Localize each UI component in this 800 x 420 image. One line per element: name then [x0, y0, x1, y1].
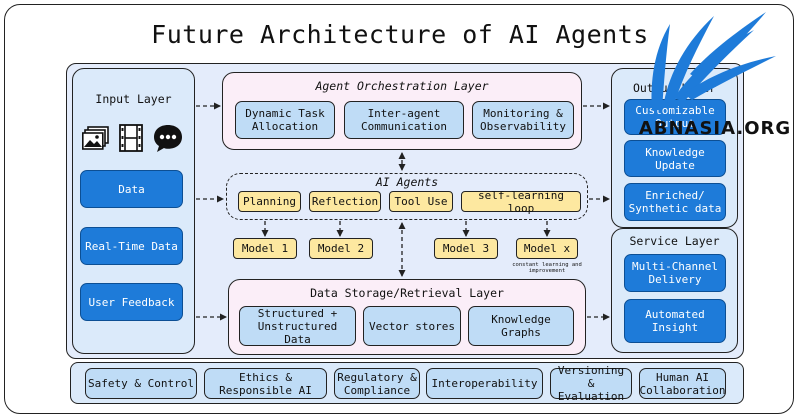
ai-agents-label: AI Agents: [375, 175, 439, 189]
vector-stores-box: Vector stores: [363, 306, 461, 346]
tool-use-box: Tool Use: [389, 191, 453, 212]
reflection-box: Reflection: [309, 191, 381, 212]
model-3-box: Model 3: [434, 238, 498, 259]
film-icon: [119, 124, 143, 152]
monitoring-observability-box: Monitoring & Observability: [472, 101, 574, 139]
self-learning-loop-box: self-learning loop: [461, 189, 581, 215]
knowledge-graphs-box: Knowledge Graphs: [468, 306, 574, 346]
ethics-responsible-ai-box: Ethics & Responsible AI: [204, 368, 327, 399]
diagram-title: Future Architecture of AI Agents: [151, 20, 649, 49]
enriched-synthetic-data-box: Enriched/ Synthetic data: [624, 183, 726, 221]
watermark-text: ABNASIA.ORG: [638, 118, 792, 139]
model-x-box: Model x: [516, 238, 578, 259]
model-1-box: Model 1: [233, 238, 297, 259]
ai-agents-group: [226, 173, 588, 220]
chat-icon: [154, 125, 182, 152]
service-layer-label: Service Layer: [629, 234, 720, 248]
input-user-feedback-box: User Feedback: [80, 283, 183, 321]
interoperability-box: Interoperability: [426, 368, 543, 399]
regulatory-compliance-box: Regulatory & Compliance: [334, 368, 420, 399]
orchestration-layer-label: Agent Orchestration Layer: [315, 79, 489, 93]
multi-channel-delivery-box: Multi-Channel Delivery: [624, 254, 726, 292]
structured-data-box: Structured + Unstructured Data: [239, 306, 356, 346]
input-layer-label: Input Layer: [95, 92, 172, 106]
model-x-note: constant learning and improvement: [512, 262, 582, 274]
human-ai-collaboration-box: Human AI Collaboration: [639, 368, 726, 399]
diagram-frame: [4, 4, 794, 414]
model-2-box: Model 2: [309, 238, 373, 259]
images-icon: [82, 126, 109, 150]
safety-control-box: Safety & Control: [85, 368, 197, 399]
input-realtime-data-box: Real-Time Data: [80, 227, 183, 265]
watermark-bird-logo: [651, 12, 776, 110]
knowledge-update-box: Knowledge Update: [624, 140, 726, 177]
inter-agent-communication-box: Inter-agent Communication: [344, 101, 464, 139]
input-data-box: Data: [80, 170, 183, 208]
storage-layer-label: Data Storage/Retrieval Layer: [310, 286, 504, 300]
task-allocation-box: Dynamic Task Allocation: [235, 101, 335, 139]
planning-box: Planning: [238, 191, 301, 212]
customizable-output-box: Customizable Output: [624, 99, 726, 135]
automated-insight-box: Automated Insight: [624, 299, 726, 343]
